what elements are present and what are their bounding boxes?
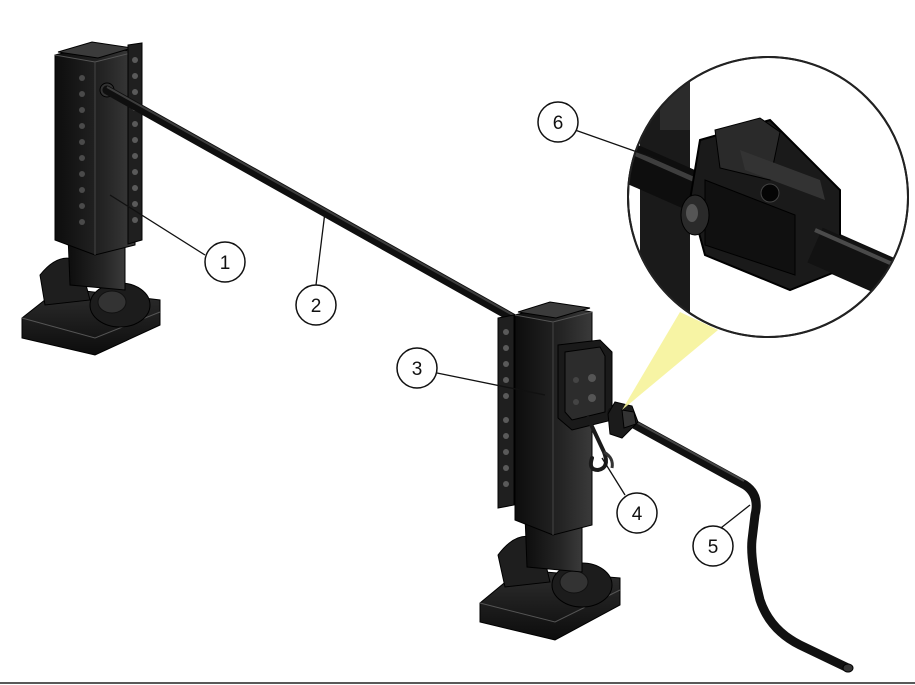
leader-2 xyxy=(315,211,326,286)
leader-lines xyxy=(109,129,751,536)
callout-2-label: 2 xyxy=(311,296,322,317)
callout-3-label: 3 xyxy=(412,359,423,380)
zoom-detail xyxy=(627,56,909,338)
crank-retainer-clip xyxy=(607,401,639,439)
callout-5: 5 xyxy=(692,525,734,567)
callout-1-label: 1 xyxy=(220,253,231,274)
callout-6-label: 6 xyxy=(553,113,564,134)
callout-2: 2 xyxy=(295,284,337,326)
callout-4: 4 xyxy=(616,492,658,534)
leader-3 xyxy=(436,372,546,396)
crank-hook xyxy=(586,416,614,473)
cross-shaft xyxy=(102,85,525,327)
leader-1 xyxy=(109,194,206,256)
callout-4-label: 4 xyxy=(632,504,643,525)
magnifier-beam xyxy=(622,312,718,410)
callout-1: 1 xyxy=(204,241,246,283)
leader-4 xyxy=(601,457,626,496)
callout-3: 3 xyxy=(396,347,438,389)
callout-6: 6 xyxy=(537,101,579,143)
left-landing-leg xyxy=(21,41,161,356)
right-landing-leg xyxy=(479,301,621,641)
leader-6 xyxy=(574,129,661,161)
callout-5-label: 5 xyxy=(708,537,719,558)
